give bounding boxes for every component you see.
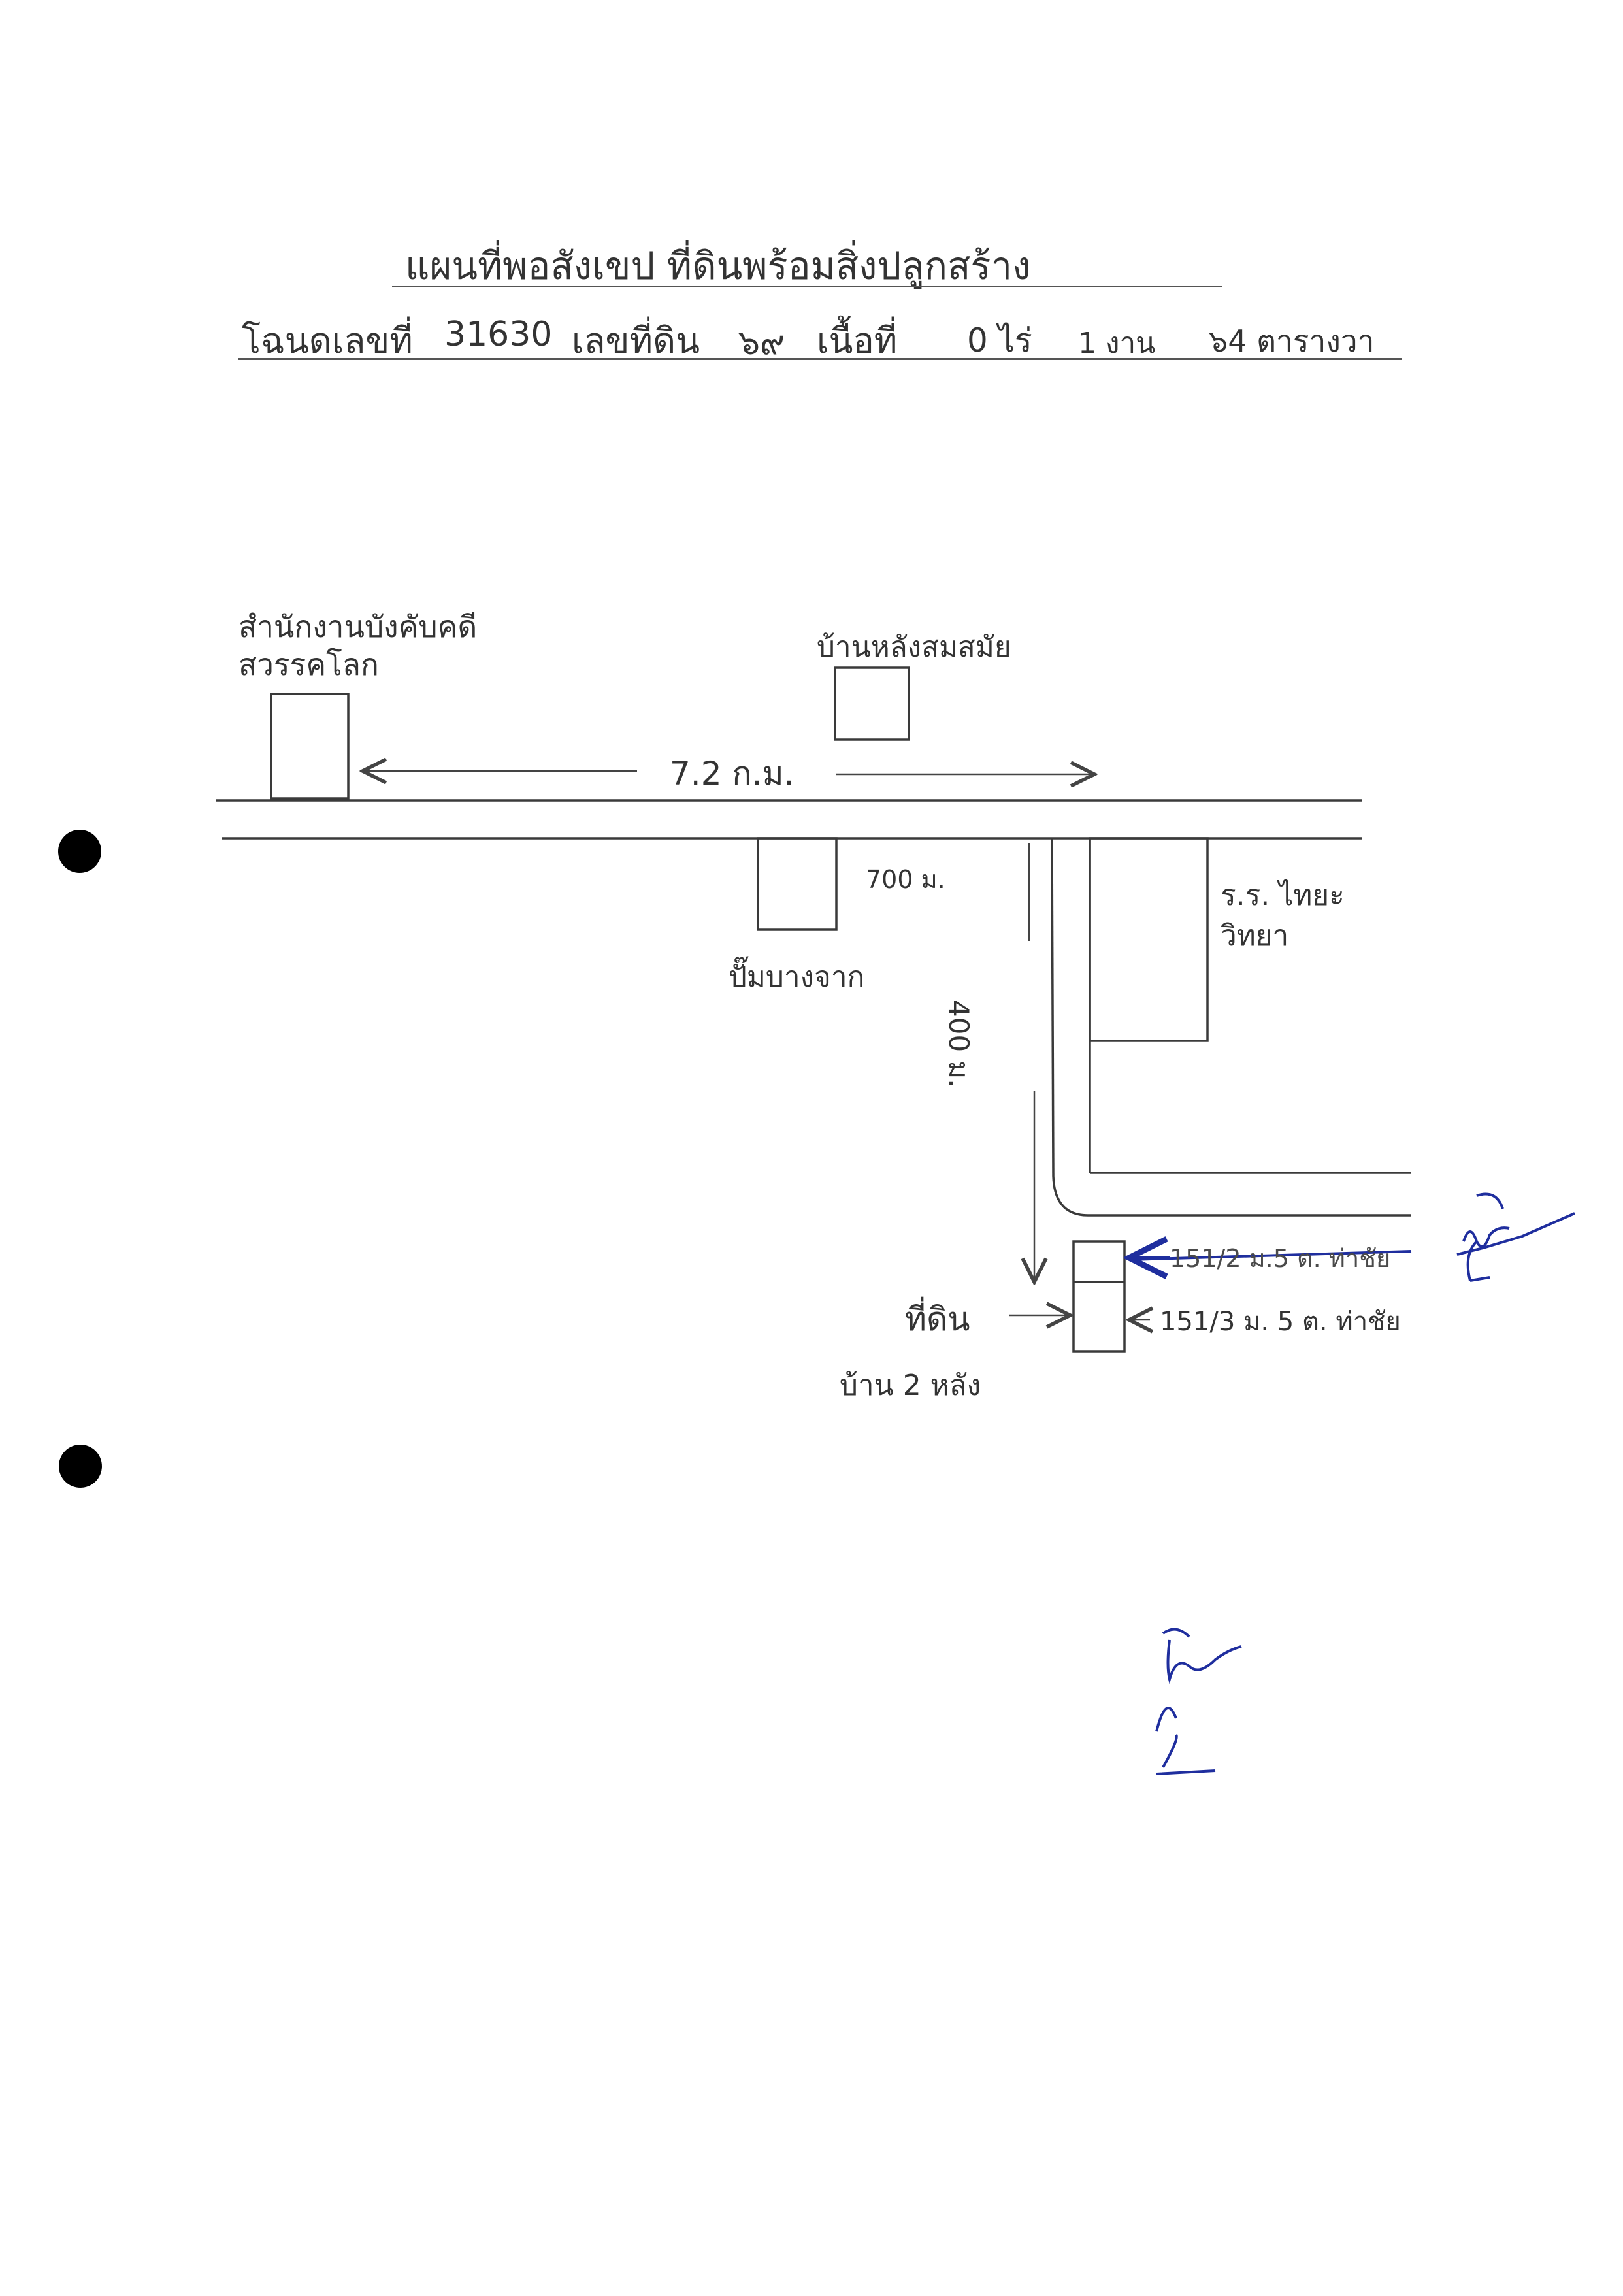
gas-station-label: ปั๊มบางจาก — [729, 960, 865, 994]
strike-through — [1130, 1250, 1412, 1261]
office-label: สำนักงานบังคับคดี สวรรคโลก — [238, 609, 478, 682]
correction-signature — [1456, 1192, 1575, 1282]
lane-distance-label: 400 ม. — [943, 1000, 975, 1088]
area-rai: 0 ไร่ — [967, 321, 1032, 359]
bottom-signature — [1155, 1628, 1242, 1775]
side-distance-label: 700 ม. — [866, 865, 945, 894]
side-road-west-edge — [1051, 838, 1055, 1177]
area-wa: ๖4 ตารางวา — [1209, 323, 1375, 359]
office-building — [270, 693, 350, 800]
house-new-address: 151/3 ม. 5 ต. ท่าชัย — [1160, 1307, 1401, 1337]
houses-count-label: บ้าน 2 หลัง — [840, 1369, 981, 1402]
main-distance-label: 7.2 ก.ม. — [670, 755, 795, 793]
deed-label: โฉนดเลขที่ — [242, 320, 413, 361]
area-ngan: 1 งาน — [1078, 327, 1156, 360]
house-label: บ้านหลังสมสมัย — [817, 631, 1011, 664]
punch-hole-top — [58, 830, 101, 873]
deed-underline — [238, 358, 1402, 360]
school-label: ร.ร. ไทยะ วิทยา — [1221, 879, 1345, 953]
page-title: แผนที่พอสังเขป ที่ดินพร้อมสิ่งปลูกสร้าง — [405, 244, 1031, 288]
area-label: เนื้อที่ — [817, 320, 898, 361]
deed-line: โฉนดเลขที่ 31630 เลขที่ดิน ๖๙ เนื้อที่ 0… — [242, 312, 1405, 363]
parcel-number: ๖๙ — [738, 323, 785, 363]
house-old-address: 151/2 ม.5 ต. ท่าชัย — [1170, 1244, 1391, 1273]
subject-land-label: ที่ดิน — [905, 1300, 970, 1338]
deed-number: 31630 — [444, 315, 553, 354]
side-road-corner — [1052, 1175, 1411, 1217]
parcel-label: เลขที่ดิน — [572, 320, 700, 361]
subject-land-plot — [1072, 1240, 1126, 1353]
title-underline — [392, 286, 1222, 287]
gas-station-building — [757, 837, 838, 931]
house-building — [834, 666, 910, 741]
school-building — [1089, 837, 1209, 1042]
punch-hole-bottom — [59, 1445, 102, 1488]
